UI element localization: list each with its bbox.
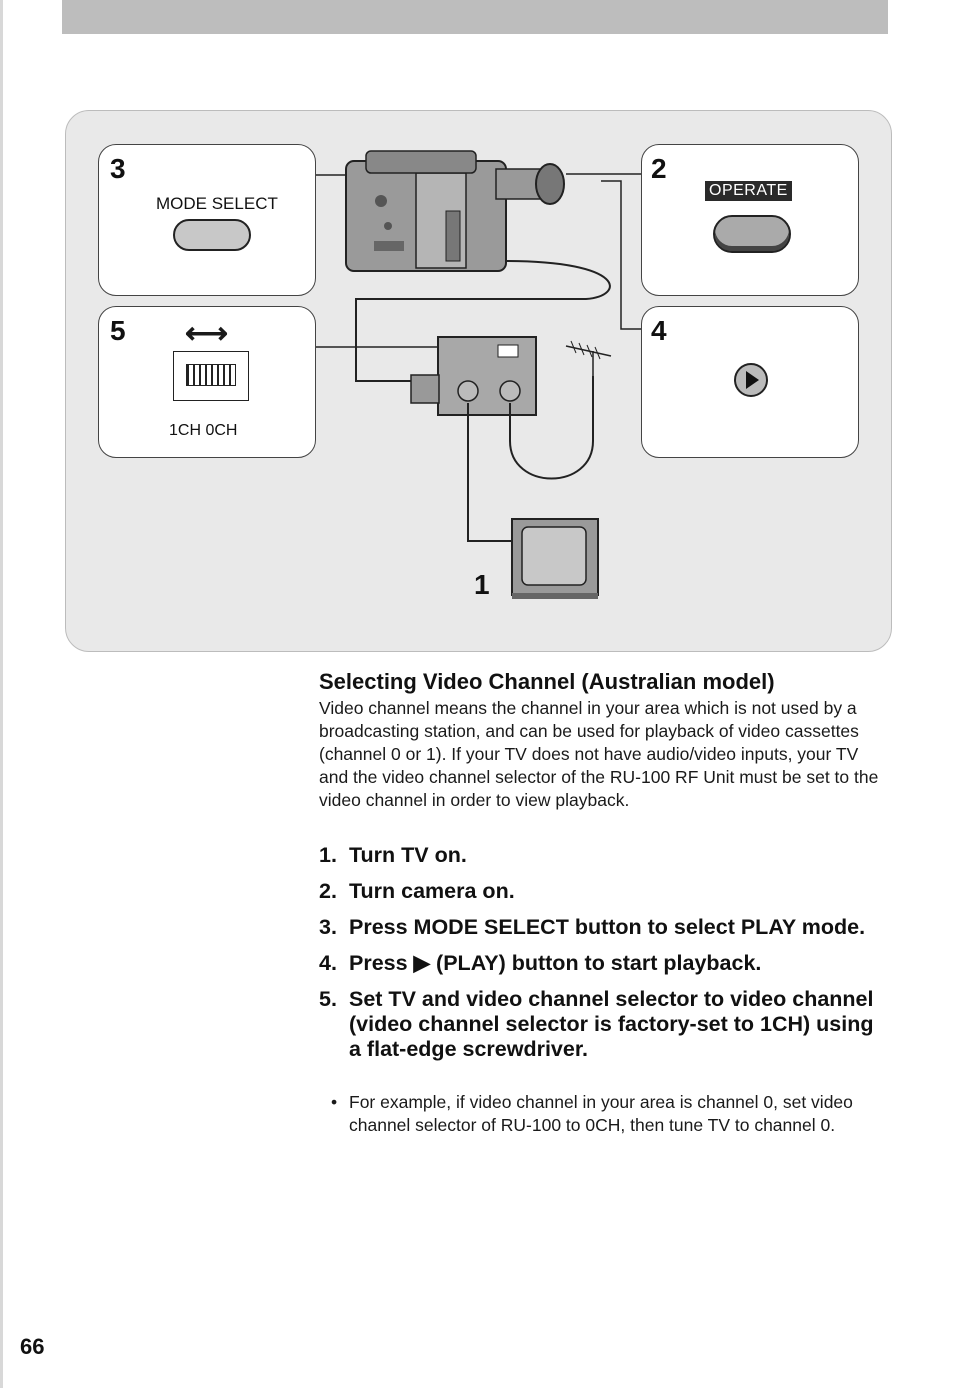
panel-play: 4 xyxy=(641,306,859,458)
rf-unit-illustration xyxy=(410,336,537,416)
slide-arrow-icon: ⟷ xyxy=(185,317,229,350)
step-item: 1. Turn TV on. xyxy=(319,843,889,868)
panel-channel-selector: 5 ⟷ 1CH 0CH xyxy=(98,306,316,458)
note-text: For example, if video channel in your ar… xyxy=(349,1092,853,1135)
step-item: 5. Set TV and video channel selector to v… xyxy=(319,987,889,1062)
tv-step-number: 1 xyxy=(474,569,490,600)
channel-switch-labels: 1CH 0CH xyxy=(169,422,238,439)
camcorder-illustration xyxy=(345,150,565,272)
page-edge xyxy=(0,0,3,1388)
mode-select-button-icon xyxy=(173,219,251,251)
step-num: 5. xyxy=(319,987,337,1011)
operate-label: OPERATE xyxy=(705,181,792,201)
header-band xyxy=(62,0,888,34)
step-item: 4. Press ▶ (PLAY) button to start playbac… xyxy=(319,951,889,976)
connection-diagram: 3 MODE SELECT 2 OPERATE 5 ⟷ 1CH 0CH 4 1 xyxy=(65,110,892,652)
channel-switch-icon xyxy=(173,351,249,401)
note-bullet: • For example, if video channel in your … xyxy=(331,1091,861,1137)
steps-list: 1. Turn TV on. 2. Turn camera on. 3. Press … xyxy=(319,843,889,1073)
step-num: 2. xyxy=(319,879,337,903)
step-num: 4. xyxy=(319,951,337,975)
step-text: Press ▶ (PLAY) button to start playback. xyxy=(349,951,762,975)
intro-paragraph: Video channel means the channel in your … xyxy=(319,698,879,810)
antenna-illustration xyxy=(565,340,612,376)
step-num: 1. xyxy=(319,843,337,867)
mode-select-label: MODE SELECT xyxy=(156,194,278,213)
step-num: 3. xyxy=(319,915,337,939)
diagram-lines xyxy=(316,150,641,599)
step-text: Turn TV on. xyxy=(349,843,467,867)
section-heading: Selecting Video Channel (Australian mode… xyxy=(319,669,775,694)
panel-operate: 2 OPERATE xyxy=(641,144,859,296)
step-text: Press MODE SELECT button to select PLAY … xyxy=(349,915,866,939)
tv-illustration xyxy=(511,518,599,599)
panel-mode-select: 3 MODE SELECT xyxy=(98,144,316,296)
step-number-3: 3 xyxy=(110,153,126,184)
step-text: Turn camera on. xyxy=(349,879,515,903)
bullet-dot: • xyxy=(331,1092,338,1112)
play-button-icon xyxy=(734,363,768,397)
step-item: 2. Turn camera on. xyxy=(319,879,889,904)
step-number-2: 2 xyxy=(651,153,667,184)
step-number-4: 4 xyxy=(651,315,667,346)
step-text: Set TV and video channel selector to vid… xyxy=(349,987,874,1061)
page-number: 66 xyxy=(20,1334,45,1359)
step-item: 3. Press MODE SELECT button to select PLA… xyxy=(319,915,889,940)
step-number-5: 5 xyxy=(110,315,126,346)
operate-button-icon xyxy=(713,215,791,253)
